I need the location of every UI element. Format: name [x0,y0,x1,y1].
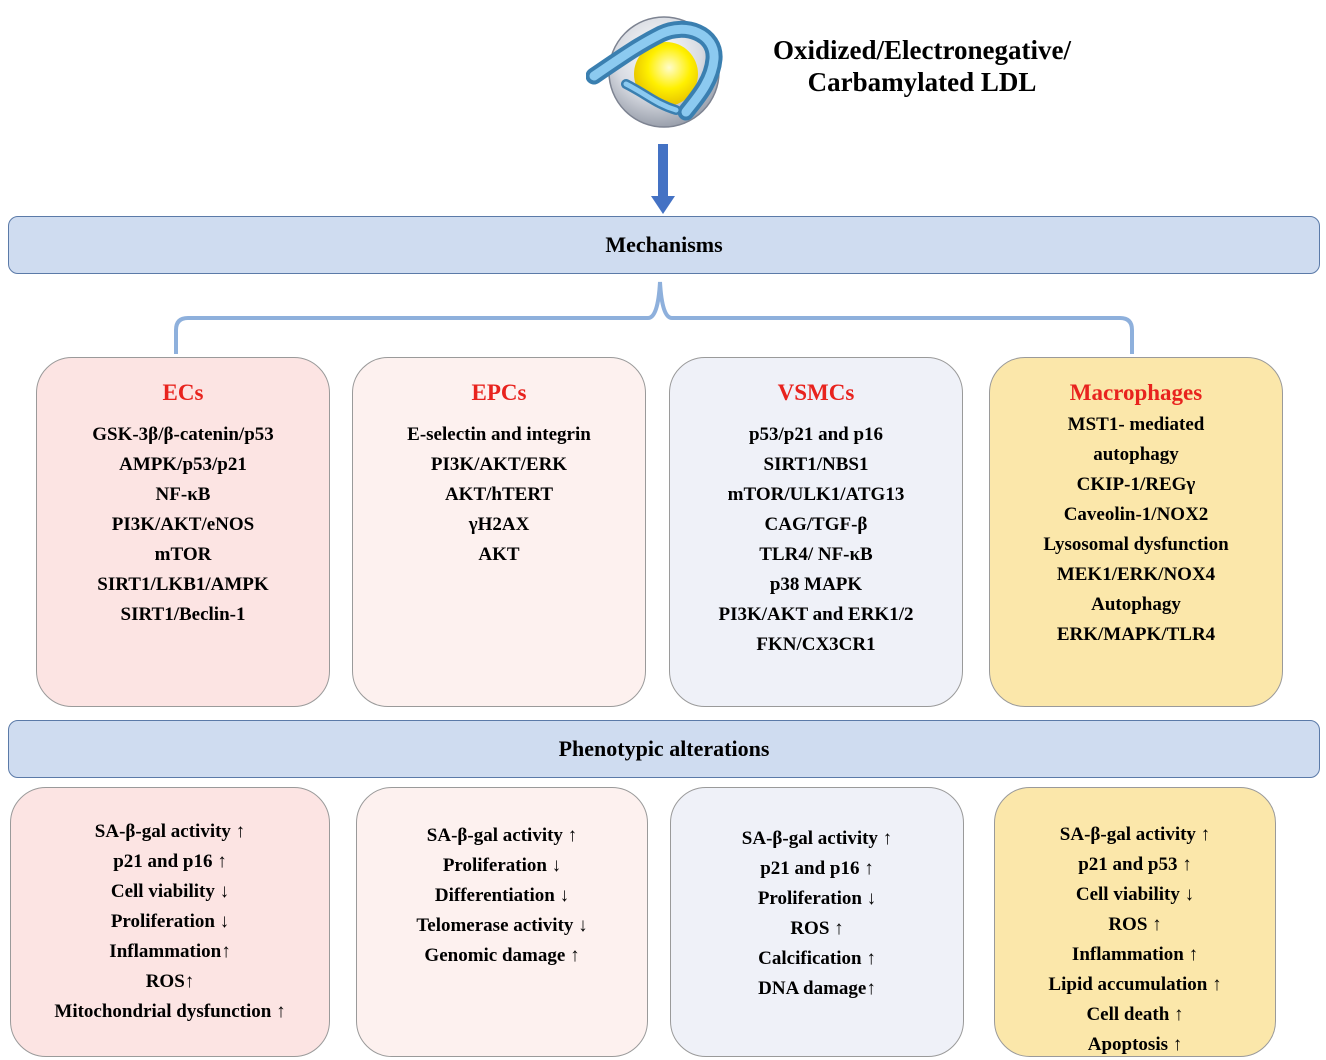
phenotype-item: SA-β-gal activity ↑ [1059,824,1211,845]
vsmcs-phenotypes-box: SA-β-gal activity ↑ p21 and p16 ↑ Prolif… [670,787,964,1057]
mechanism-item: AMPK/p53/p21 [119,454,247,475]
epcs-title: EPCs [471,380,527,405]
mechanism-item: p38 MAPK [769,574,863,595]
phenotype-item: Cell viability ↓ [1075,884,1195,905]
mechanism-item: γH2AX [468,514,530,535]
phenotype-item: ROS ↑ [790,918,844,939]
phenotype-item: p21 and p16 ↑ [760,858,874,879]
mechanism-item: ERK/MAPK/TLR4 [1056,624,1216,645]
epcs-mechanisms-box: EPCs E-selectin and integrin PI3K/AKT/ER… [352,357,646,707]
phenotype-item: p21 and p16 ↑ [113,851,227,872]
phenotype-item: Genomic damage ↑ [424,945,580,966]
phenotypes-label: Phenotypic alterations [558,736,770,761]
phenotype-item: SA-β-gal activity ↑ [94,821,246,842]
phenotype-item: SA-β-gal activity ↑ [426,825,578,846]
mechanism-item: Lysosomal dysfunction [1043,534,1229,555]
phenotype-item: Apoptosis ↑ [1087,1034,1183,1055]
epcs-phenotypes-box: SA-β-gal activity ↑ Proliferation ↓ Diff… [356,787,648,1057]
ldl-title-line1: Oxidized/Electronegative/ [773,35,1071,65]
vsmcs-title: VSMCs [777,380,855,405]
mechanism-item: CKIP-1/REGγ [1076,474,1196,495]
mechanism-item: Caveolin-1/NOX2 [1063,504,1209,525]
phenotype-item: Proliferation ↓ [757,888,877,909]
ldl-title: Oxidized/Electronegative/ Carbamylated L… [752,34,1092,98]
phenotype-item: Cell death ↑ [1086,1004,1184,1025]
mechanism-item: PI3K/AKT/ERK [430,454,568,475]
mechanism-item: SIRT1/NBS1 [763,454,869,475]
brace-connector [170,280,1138,360]
phenotype-item: Differentiation ↓ [434,885,570,906]
mechanism-item: p53/p21 and p16 [748,424,884,445]
phenotype-item: p21 and p53 ↑ [1078,854,1192,875]
phenotype-item: Telomerase activity ↓ [416,915,588,936]
mechanism-item: AKT/hTERT [444,484,554,505]
mechanism-item: SIRT1/LKB1/AMPK [97,574,269,595]
mechanism-item: autophagy [1093,444,1179,465]
mechanism-item: MEK1/ERK/NOX4 [1056,564,1216,585]
macrophages-title: Macrophages [1069,380,1203,405]
mechanism-item: MST1- mediated [1067,414,1205,435]
mechanism-item: TLR4/ NF-κB [759,544,873,565]
mechanism-item: PI3K/AKT and ERK1/2 [718,604,914,625]
phenotype-item: ROS↑ [145,971,195,992]
phenotypes-header: Phenotypic alterations [8,720,1320,778]
phenotype-item: Inflammation ↑ [1071,944,1199,965]
macrophages-phenotypes-box: SA-β-gal activity ↑ p21 and p53 ↑ Cell v… [994,787,1276,1057]
ecs-phenotypes-box: SA-β-gal activity ↑ p21 and p16 ↑ Cell v… [10,787,330,1057]
ecs-mechanisms-box: ECs GSK-3β/β-catenin/p53 AMPK/p53/p21 NF… [36,357,330,707]
phenotype-item: Proliferation ↓ [442,855,562,876]
vsmcs-mechanisms-box: VSMCs p53/p21 and p16 SIRT1/NBS1 mTOR/UL… [669,357,963,707]
phenotype-item: Cell viability ↓ [110,881,230,902]
mechanism-item: NF-κB [155,484,211,505]
mechanisms-label: Mechanisms [605,232,723,257]
ecs-title: ECs [162,380,204,405]
mechanism-item: mTOR/ULK1/ATG13 [727,484,905,505]
mechanism-item: CAG/TGF-β [764,514,868,535]
phenotype-item: Inflammation↑ [109,941,231,962]
mechanism-item: PI3K/AKT/eNOS [111,514,255,535]
mechanism-item: FKN/CX3CR1 [756,634,876,655]
mechanism-item: GSK-3β/β-catenin/p53 [92,424,274,445]
down-arrow-icon [640,140,686,218]
phenotype-item: ROS ↑ [1108,914,1162,935]
mechanism-item: Autophagy [1091,594,1181,615]
phenotype-item: Lipid accumulation ↑ [1048,974,1222,995]
phenotype-item: Calcification ↑ [758,948,876,969]
mechanism-item: E-selectin and integrin [407,424,591,445]
mechanisms-header: Mechanisms [8,216,1320,274]
mechanism-item: AKT [478,544,520,565]
phenotype-item: Proliferation ↓ [110,911,230,932]
ldl-title-line2: Carbamylated LDL [807,67,1037,97]
mechanism-item: SIRT1/Beclin-1 [120,604,246,625]
phenotype-item: Mitochondrial dysfunction ↑ [54,1001,286,1022]
phenotype-item: SA-β-gal activity ↑ [741,828,893,849]
mechanism-item: mTOR [154,544,212,565]
phenotype-item: DNA damage↑ [758,978,876,999]
macrophages-mechanisms-box: Macrophages MST1- mediated autophagy CKI… [989,357,1283,707]
ldl-particle-icon [585,14,736,129]
